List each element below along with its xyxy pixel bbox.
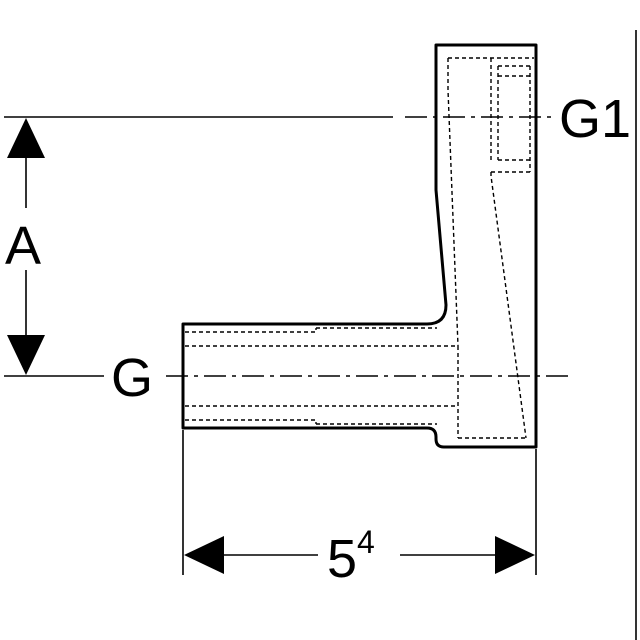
port-g1-label: G1 <box>559 89 631 149</box>
dimension-horizontal-label: 54 <box>327 524 375 589</box>
port-g-label: G <box>111 348 153 408</box>
dimension-a <box>7 118 45 375</box>
elbow-body-outline <box>181 43 538 449</box>
elbow-hidden-lines <box>185 57 534 439</box>
dimension-horizontal <box>182 430 537 575</box>
dimension-horizontal-base: 5 <box>327 529 357 589</box>
dimension-horizontal-superscript: 4 <box>357 524 375 560</box>
dimension-a-label: A <box>5 216 41 276</box>
